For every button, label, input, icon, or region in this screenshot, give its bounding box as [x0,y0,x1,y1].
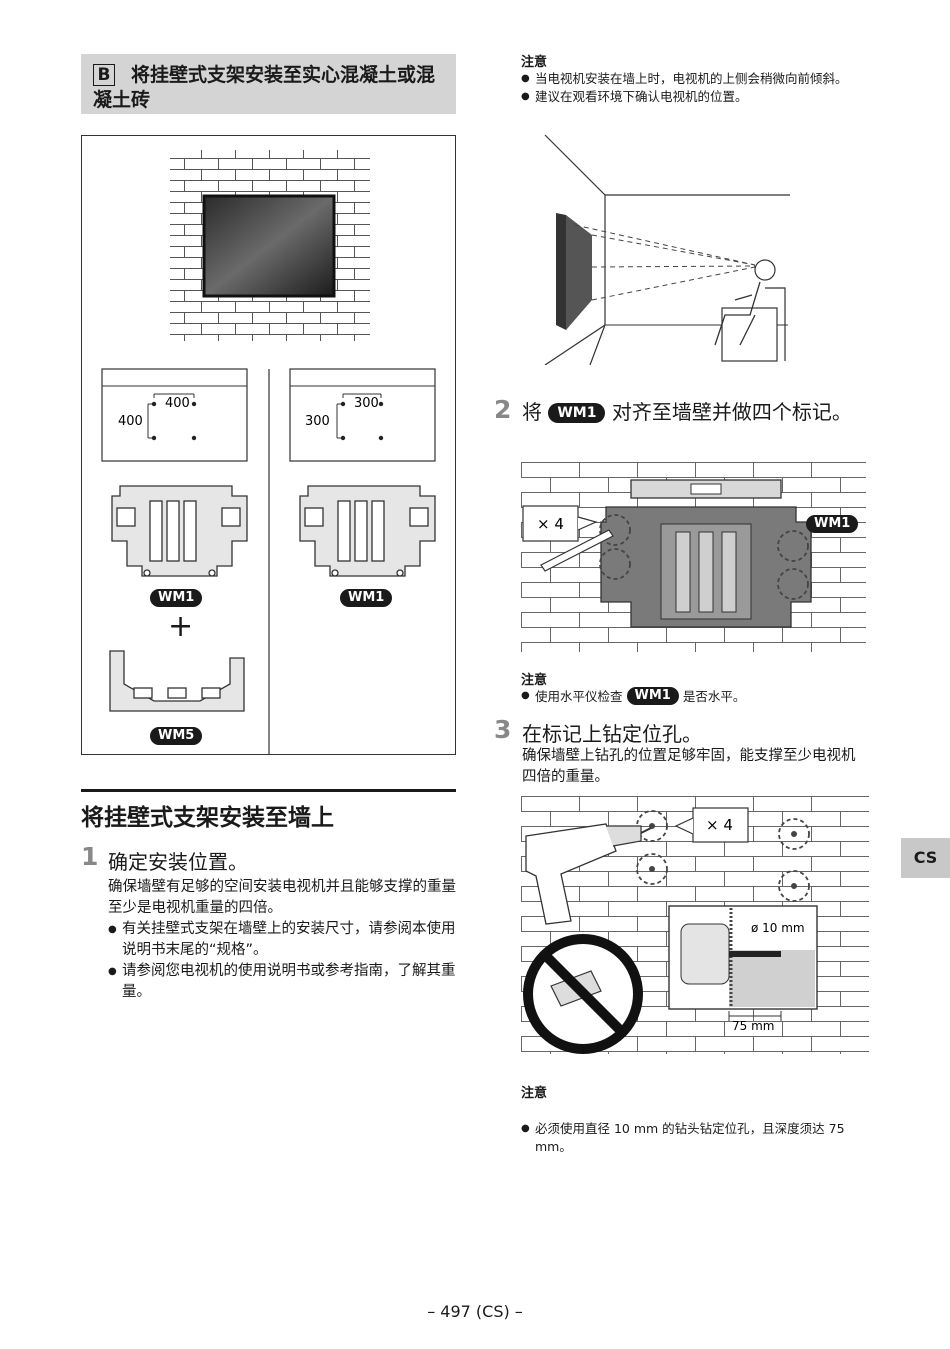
dimension-card-300 [289,368,436,462]
wm1-on-wall-illustration: × 4 [521,462,866,652]
section-b-header: B 将挂壁式支架安装至实心混凝土或混凝土砖 [81,54,456,114]
plus-sign: + [168,609,194,644]
wm1-badge: WM1 [340,589,393,607]
step1-header: 1 [81,842,98,871]
wm1-badge: WM1 [150,589,203,607]
step1-bullet: 请参阅您电视机的使用说明书或参考指南，了解其重量。 [108,961,456,1003]
section-b-label: B [93,64,115,86]
step1-title: 确定安装位置。 [108,850,248,874]
step3-diameter: ø 10 mm [751,921,805,935]
dim-right-h: 300 [354,396,379,411]
wm5-badge: WM5 [150,727,203,745]
note-mid-text-post: 是否水平。 [682,689,746,704]
step1-bullets: 有关挂壁式支架在墙壁上的安装尺寸，请参阅本使用说明书末尾的“规格”。 请参阅您电… [108,919,456,1003]
dim-right-v: 300 [305,414,330,429]
note-bottom-title: 注意 [521,1086,548,1101]
mounting-figure: 400 400 300 300 [101,150,436,754]
viewing-angle-illustration [544,134,790,365]
step3-number: 3 [494,715,512,744]
badge-wm1-right-wrap: WM1 [340,588,393,607]
dim-left-v: 400 [118,414,143,429]
mounting-figure-panel: 400 400 300 300 [81,135,456,755]
tv-on-wall [202,194,336,298]
badge-wm5-wrap: WM5 [150,726,203,745]
page-number: – 497 (CS) – [427,1302,523,1321]
step3-description: 确保墙壁上钻孔的位置足够牢固，能支撑至少电视机四倍的重量。 [522,748,856,785]
note-mid-text-pre: 使用水平仪检查 [535,689,623,704]
note-top-item: 建议在观看环境下确认电视机的位置。 [521,88,866,106]
note-top-title: 注意 [521,55,548,70]
step3-count: × 4 [706,816,733,834]
wm1-badge: WM1 [626,687,679,705]
step2-header: 2 [494,395,511,424]
step2-number: 2 [494,395,512,424]
step2-title: 将 WM1 对齐至墙壁并做四个标记。 [522,398,862,426]
step3-header: 3 [494,715,511,744]
step2-fig-badge-wrap: WM1 [806,514,859,533]
main-heading: 将挂壁式支架安装至墙上 [81,805,334,831]
note-top-item: 当电视机安装在墙上时，电视机的上侧会稍微向前倾斜。 [521,70,866,88]
section-b-title: 将挂壁式支架安装至实心混凝土或混凝土砖 [93,64,436,111]
main-heading-block: 将挂壁式支架安装至墙上 [81,789,456,831]
wm1-bracket-right [299,485,436,577]
dimension-card-400 [101,368,248,462]
wm1-badge: WM1 [806,515,859,533]
language-tab: CS [901,838,950,878]
step1-number: 1 [81,842,99,871]
step2-title-post: 对齐至墙壁并做四个标记。 [611,400,852,424]
wm1-badge: WM1 [548,403,606,423]
note-bottom-item: 必须使用直径 10 mm 的钻头钻定位孔，且深度须达 75 mm。 [521,1120,875,1156]
note-mid-title: 注意 [521,673,548,688]
step1-bullet: 有关挂壁式支架在墙壁上的安装尺寸，请参阅本使用说明书末尾的“规格”。 [108,919,456,961]
step1-description: 确保墙壁有足够的空间安装电视机并且能够支撑的重量至少是电视机重量的四倍。 [108,879,456,916]
badge-wm1-left-wrap: WM1 [150,588,203,607]
note-mid-item: 使用水平仪检查 WM1 是否水平。 [521,687,875,706]
dim-left-h: 400 [165,396,190,411]
wm5-bracket [109,650,245,712]
step3-depth: 75 mm [732,1019,774,1033]
wm1-bracket-left [111,485,248,577]
step3-title: 在标记上钻定位孔。 [522,722,702,746]
step2-count: × 4 [537,515,564,533]
step2-title-pre: 将 [522,400,542,424]
note-top-list: 当电视机安装在墙上时，电视机的上侧会稍微向前倾斜。 建议在观看环境下确认电视机的… [521,70,866,106]
drilling-illustration: × 4 ø 10 mm 75 mm [521,796,869,1054]
